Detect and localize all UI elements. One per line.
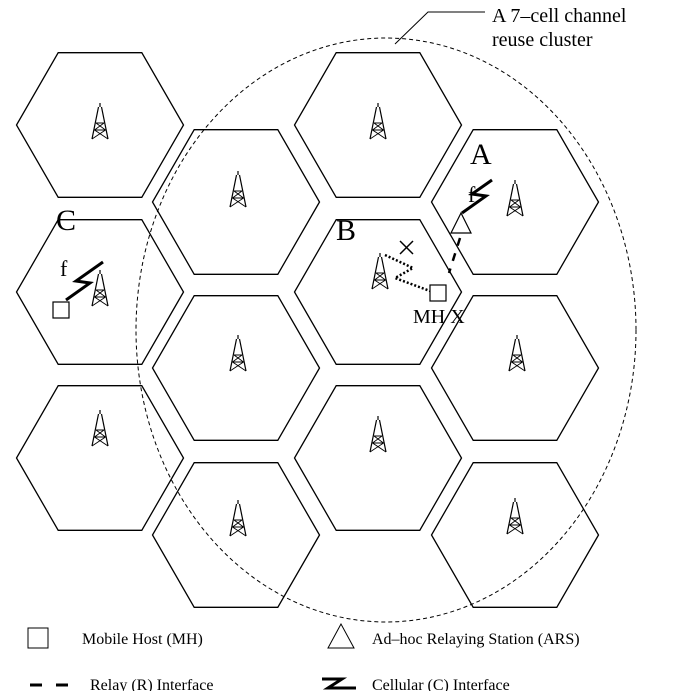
- hex-cell: [293, 52, 463, 198]
- mobile-host-icon: [52, 301, 70, 319]
- annotation-line-2: reuse cluster: [492, 29, 593, 51]
- legend-mobile-host: Mobile Host (MH): [82, 631, 203, 648]
- hex-cell: [430, 295, 600, 441]
- mobile-host-icon: [27, 627, 49, 649]
- tower-icon: [369, 415, 387, 453]
- tower-icon: [371, 252, 389, 290]
- tower-icon: [369, 102, 387, 140]
- annotation-line-1: A 7–cell channel: [492, 5, 627, 27]
- freq-label-left: f: [60, 256, 68, 281]
- tower-icon: [229, 334, 247, 372]
- annotation-leader-line: [394, 11, 485, 45]
- hex-cell: [15, 52, 185, 198]
- blocked-x-icon: [399, 240, 414, 255]
- tower-icon: [229, 499, 247, 537]
- tower-icon: [506, 179, 524, 217]
- blocked-cellular-link: [384, 253, 431, 293]
- hex-cell: [430, 129, 600, 275]
- cell-label-b: B: [336, 214, 356, 247]
- mh-x-label: MH X: [413, 306, 465, 328]
- cellular-zigzag-icon: [65, 260, 104, 302]
- hex-cell: [293, 219, 463, 365]
- tower-icon: [91, 409, 109, 447]
- tower-icon: [508, 334, 526, 372]
- mobile-host-icon: [429, 284, 447, 302]
- tower-icon: [506, 497, 524, 535]
- relay-link: [447, 237, 462, 274]
- legend: Mobile Host (MH) Ad–hoc Relaying Station…: [27, 622, 580, 691]
- hex-cell: [151, 462, 321, 608]
- cellular-zigzag-icon: [322, 677, 356, 690]
- freq-label-right: f: [468, 182, 476, 207]
- hex-cell: [151, 129, 321, 275]
- tower-icon: [91, 102, 109, 140]
- tower-icon: [91, 269, 109, 307]
- legend-ars: Ad–hoc Relaying Station (ARS): [372, 631, 580, 648]
- tower-icon: [229, 170, 247, 208]
- ars-triangle-icon: [450, 211, 472, 234]
- hex-cell: [151, 295, 321, 441]
- hex-cell-group: [15, 52, 600, 608]
- hex-cell: [15, 219, 185, 365]
- ars-triangle-icon: [327, 622, 355, 649]
- reuse-cluster-circle: [135, 37, 637, 623]
- cellular-zigzag-icon: [461, 178, 493, 215]
- hex-cell: [293, 385, 463, 531]
- legend-cellular: Cellular (C) Interface: [372, 677, 510, 691]
- hex-cell: [15, 385, 185, 531]
- cell-label-a: A: [470, 138, 492, 171]
- legend-relay: Relay (R) Interface: [90, 677, 213, 691]
- cell-label-c: C: [56, 204, 76, 237]
- hex-cell: [430, 462, 600, 608]
